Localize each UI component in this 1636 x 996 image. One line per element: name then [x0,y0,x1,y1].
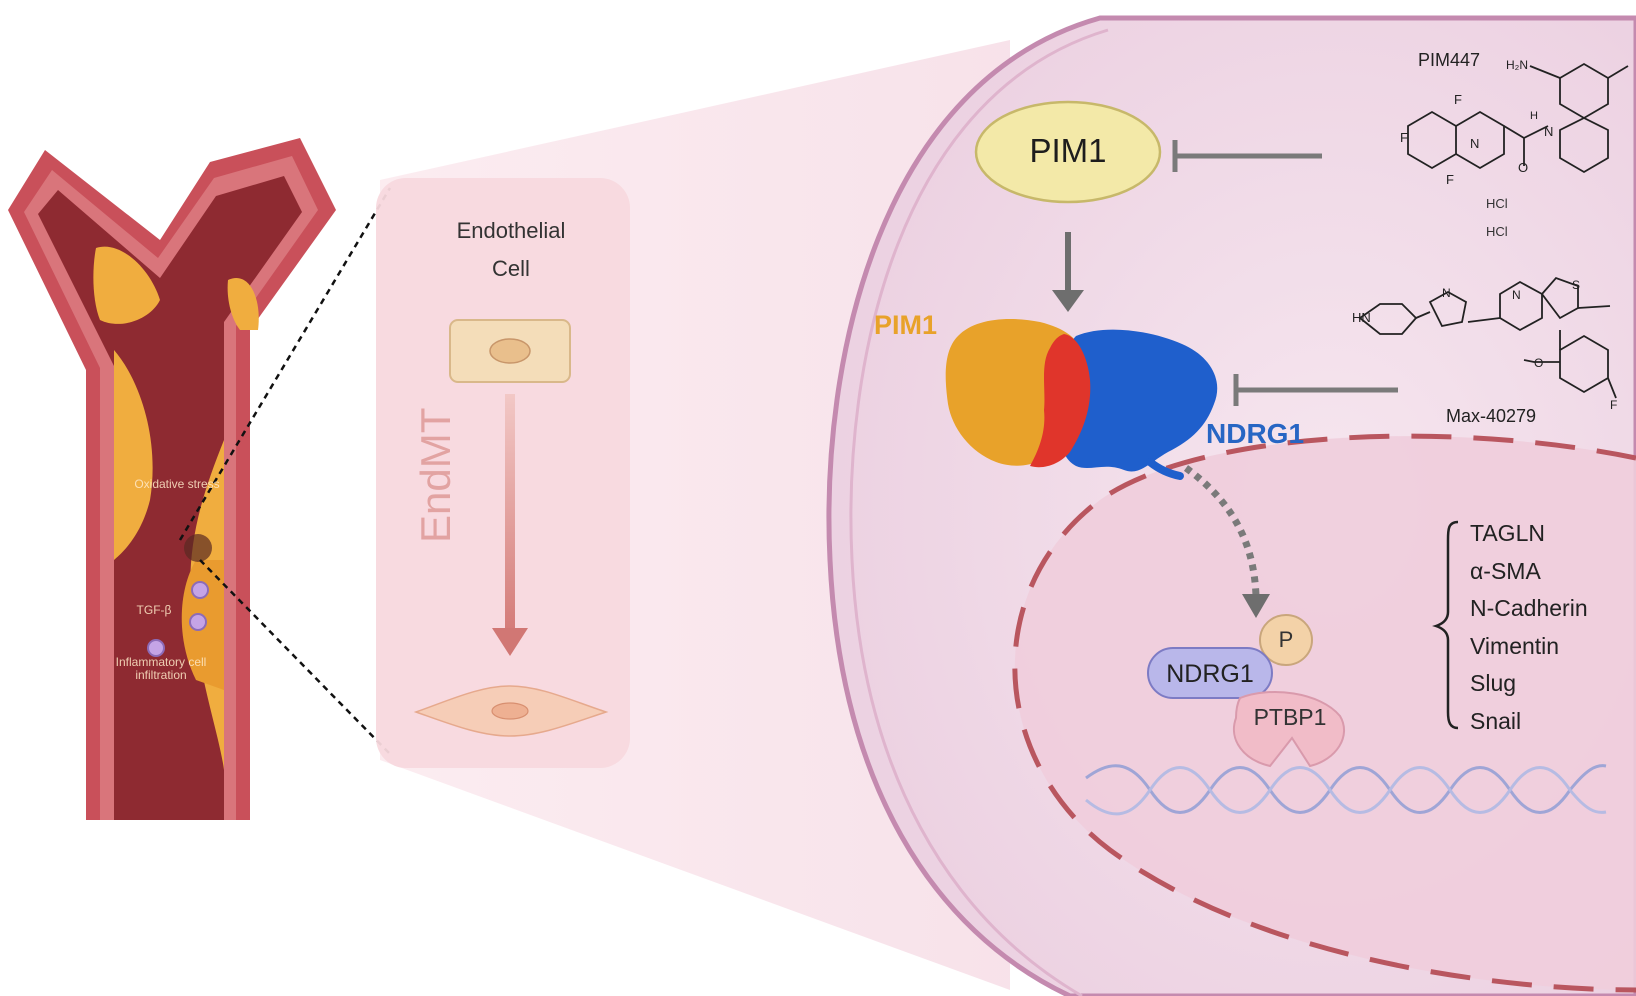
max40279-structure [1358,276,1617,399]
blood-vessel [8,138,336,820]
gene-item: α-SMA [1470,557,1541,584]
zoom-spot [184,534,212,562]
ndrg1-nucleus-label: NDRG1 [1166,660,1254,688]
pim447-salt-2: HCl [1486,224,1508,239]
atom-label: F [1454,92,1462,107]
target-gene-list: TAGLN α-SMA N-Cadherin Vimentin Slug Sna… [1470,515,1588,740]
atom-label: N [1442,286,1451,300]
p-label: P [1278,627,1294,652]
zoom-line-top [178,187,392,541]
gene-item: TAGLN [1470,520,1545,546]
atom-label: N [1544,124,1554,139]
dna-helix [1085,764,1607,816]
ptbp1-label: PTBP1 [1253,704,1327,730]
atom-label: N [1470,136,1480,151]
atom-label: F [1610,398,1618,412]
cell-membrane-inner [849,28,1109,996]
pim447-salt-1: HCl [1486,196,1508,211]
pim447-structure [1407,62,1629,174]
atom-label: H [1530,110,1538,122]
ndrg1-protein-blob [1059,329,1218,472]
atom-label: HN [1352,310,1371,325]
phosphorylation-arrow [1183,465,1260,597]
gene-item: Snail [1470,707,1522,734]
oxidative-stress-label: Oxidative stress [134,477,220,491]
atom-label: H₂N [1506,58,1528,72]
pim1-node [974,100,1162,204]
atom-label: O [1518,160,1529,175]
max40279-label: Max-40279 [1446,406,1537,426]
gene-bracket [1432,520,1459,730]
gene-item: Slug [1470,670,1517,696]
gene-item: N-Cadherin [1470,595,1588,621]
plaque [93,246,160,324]
endothelial-title-line2: Cell [492,256,530,281]
pim1-protein-label: PIM1 [874,310,938,340]
plaque [114,350,153,560]
endmt-arrow-head [492,628,528,656]
zoom-line-bottom [199,559,393,757]
atom-label: F [1400,130,1408,145]
ptbp1-node [1233,691,1346,768]
atom-label: S [1572,278,1581,292]
endmt-label: EndMT [412,407,459,543]
endmt-arrow-shaft [505,394,515,632]
ndrg1-protein-label: NDRG1 [1206,418,1305,449]
pim1-node-label: PIM1 [1029,132,1107,169]
atom-label: F [1446,172,1454,187]
p-node [1259,614,1313,666]
tgf-beta-label: TGF-β [136,603,172,617]
ndrg1-node [1147,647,1273,699]
plaque [227,278,259,330]
endothelial-title-line1: Endothelial [456,218,566,243]
pim1-ndrg1-complex [945,318,1218,480]
gene-item: Vimentin [1470,632,1560,659]
atom-label: N [1512,288,1521,302]
pim447-label: PIM447 [1418,50,1481,70]
interface-region [1030,334,1091,468]
atom-label: O [1534,356,1544,370]
inflammatory-infiltration-label: Inflammatory cell infiltration [115,655,207,682]
